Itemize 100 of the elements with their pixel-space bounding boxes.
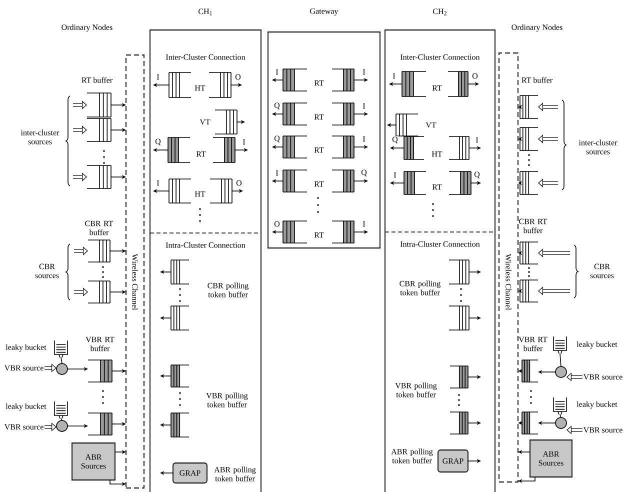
queue-symbol — [168, 72, 192, 98]
buffer-box: GRAP — [438, 450, 468, 472]
source-label: VBR source — [583, 427, 622, 433]
queue-symbol — [332, 68, 354, 92]
edge-label: I — [242, 138, 246, 146]
text-label: RT — [196, 151, 206, 157]
box-heading: Gateway — [310, 8, 338, 16]
text-label: VBR RT buffer — [86, 336, 114, 352]
queue-symbol — [450, 412, 468, 434]
edge-label: Q — [274, 135, 280, 143]
node-label: leaky bucket — [6, 344, 46, 352]
edge-label: O — [274, 220, 280, 228]
queue-symbol — [170, 260, 190, 284]
section-heading: Intra-Cluster Connection — [166, 242, 246, 248]
queue-symbol — [332, 220, 354, 244]
queue-symbol — [448, 171, 472, 195]
queue-symbol — [404, 136, 424, 160]
text-label: RT — [314, 114, 324, 120]
queue-symbol — [88, 280, 110, 304]
edge-label: Q — [474, 171, 480, 179]
queue-symbol — [86, 118, 112, 142]
box-heading: CH$_{1}$ — [198, 8, 212, 16]
channel-box: Wireless Channel — [498, 52, 518, 482]
text-label: inter-cluster sources — [578, 140, 618, 154]
edge-label: I — [475, 136, 479, 144]
circle-symbol — [56, 420, 68, 432]
source-box: ABR Sources — [72, 442, 116, 480]
edge-label: O — [234, 74, 242, 80]
edge-label: Q — [392, 136, 398, 144]
column-heading: Ordinary Nodes — [512, 24, 562, 32]
circle-symbol — [555, 417, 567, 429]
queue-symbol — [170, 412, 190, 438]
edge-label: I — [392, 72, 396, 80]
queue-symbol — [86, 165, 112, 189]
queue-symbol — [168, 178, 192, 204]
queue-symbol — [520, 280, 538, 302]
queue-symbol — [448, 136, 470, 160]
bucket-symbol — [54, 401, 68, 419]
text-label: CBR RT buffer — [519, 218, 548, 234]
node-label: ABR polling token buffer — [214, 466, 256, 482]
queue-symbol — [448, 71, 468, 97]
text-label: HT — [194, 191, 206, 197]
queue-symbol — [282, 68, 308, 92]
node-label: leaky bucket — [6, 403, 46, 411]
queue-symbol — [522, 360, 538, 382]
text-label: RT — [314, 232, 324, 238]
text-label: HT — [432, 151, 442, 157]
queue-symbol — [282, 220, 308, 244]
queue-symbol — [282, 170, 308, 192]
queue-symbol — [332, 102, 354, 126]
queue-symbol — [86, 92, 112, 118]
queue-symbol — [170, 306, 190, 330]
queue-symbol — [168, 137, 190, 163]
section-heading: Inter-Cluster Connection — [166, 54, 246, 60]
queue-symbol — [402, 71, 426, 97]
edge-label: O — [472, 72, 478, 80]
connector-line — [560, 353, 562, 367]
text-label: inter-cluster sources — [20, 130, 60, 144]
text-label: RT buffer — [522, 77, 552, 83]
text-label: VT — [426, 122, 436, 128]
edge-label: I — [362, 136, 366, 142]
edge-label: I — [393, 172, 397, 178]
source-label: VBR source — [4, 365, 44, 371]
connector-line — [560, 414, 562, 418]
node-label: leaky bucket — [576, 341, 618, 349]
text-label: CBR RT buffer — [85, 220, 114, 236]
channel-box: Wireless Channel — [126, 54, 144, 488]
queue-symbol — [448, 306, 470, 330]
edge-label: O — [236, 180, 242, 186]
queue-symbol — [520, 95, 538, 119]
queue-symbol — [404, 171, 426, 195]
text-label: CBR sources — [35, 264, 59, 278]
queue-symbol — [520, 171, 538, 195]
node-label: leaky bucket — [576, 401, 618, 409]
queue-symbol — [88, 412, 112, 436]
text-label: RT — [432, 184, 442, 190]
circle-symbol — [56, 363, 68, 375]
text-label: VT — [200, 119, 210, 125]
edge-label: I — [362, 220, 366, 228]
queue-symbol — [208, 72, 232, 98]
column-heading: Ordinary Nodes — [62, 24, 112, 32]
text-label: RT buffer — [82, 77, 112, 83]
queue-symbol — [210, 178, 232, 204]
bucket-symbol — [54, 340, 68, 358]
section-heading: Intra-Cluster Connection — [400, 241, 480, 247]
queue-symbol — [214, 110, 238, 134]
text-label: RT — [314, 147, 324, 153]
queue-symbol — [332, 170, 354, 192]
edge-label: Q — [154, 138, 162, 146]
edge-label: I — [362, 102, 366, 110]
edge-label: I — [275, 170, 279, 176]
text-label: RT — [314, 80, 324, 86]
source-label: VBR source — [4, 424, 44, 430]
bucket-symbol — [553, 397, 567, 415]
queue-symbol — [88, 240, 110, 262]
connector-line — [60, 357, 62, 364]
arrow — [518, 476, 536, 484]
source-box: ABR Sources — [530, 440, 572, 478]
node-label: CBR polling token buffer — [208, 282, 249, 298]
edge-label: I — [362, 68, 366, 76]
